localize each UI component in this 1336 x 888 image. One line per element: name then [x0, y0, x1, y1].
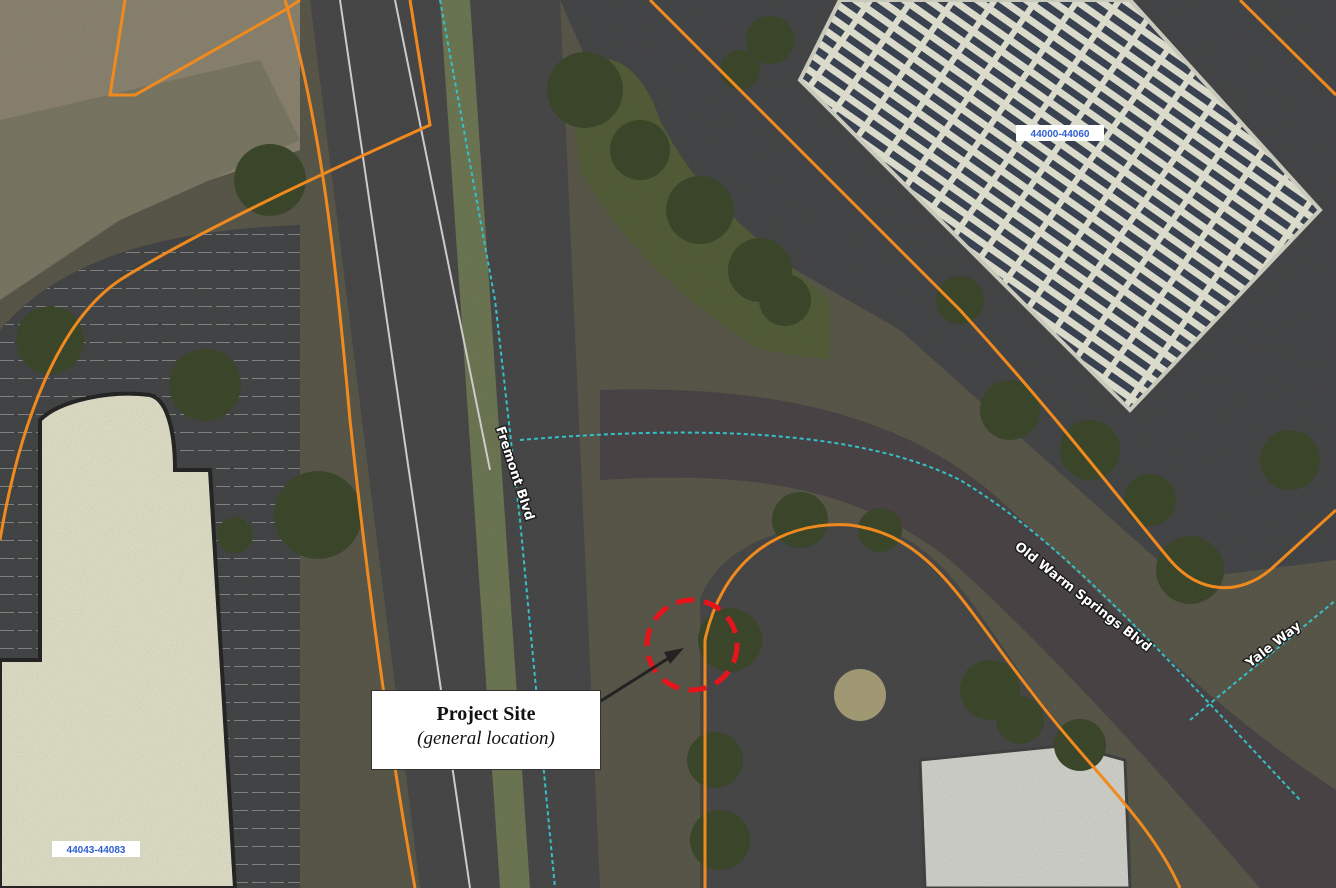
parcel-line-ne-corner — [1238, 0, 1336, 97]
parcel-label-sw: 44043-44083 — [52, 841, 140, 857]
old-warm-springs-centerline — [519, 431, 1301, 801]
parcel-line-south — [703, 523, 1182, 888]
fremont-centerline — [439, 0, 556, 888]
street-centerlines — [439, 0, 1336, 888]
parcel-line-ne — [648, 0, 1336, 590]
arrow-leader-icon — [595, 648, 684, 706]
parcel-number-sw: 44043-44083 — [67, 845, 126, 856]
yale-centerline — [1189, 599, 1336, 721]
callout-subtitle: (general location) — [417, 728, 555, 749]
project-site-callout: Project Site (general location) — [371, 690, 601, 770]
parcel-number-ne: 44000-44060 — [1031, 129, 1090, 140]
dashed-circle-icon — [644, 597, 740, 693]
parcel-line-nw — [108, 0, 301, 97]
parcel-line-west-lot — [0, 0, 432, 541]
callout-title: Project Site — [436, 703, 536, 725]
parcel-label-ne: 44000-44060 — [1016, 125, 1104, 141]
